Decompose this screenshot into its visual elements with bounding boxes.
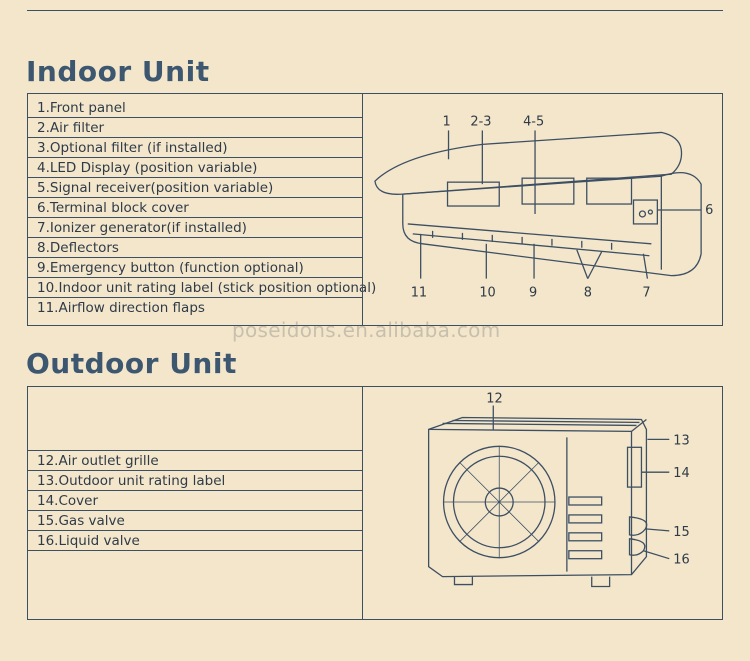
callout-1: 1 (443, 114, 451, 129)
outdoor-parts-list: 12.Air outlet grille 13.Outdoor unit rat… (28, 450, 362, 551)
list-item: 6.Terminal block cover (28, 198, 362, 218)
panel-divider (362, 387, 363, 619)
terminal-cover-shape (632, 199, 659, 225)
indoor-unit-svg: 1 2-3 4-5 6 11 10 9 8 7 (374, 114, 713, 301)
list-item: 15.Gas valve (28, 511, 362, 531)
indoor-unit-panel: 1.Front panel 2.Air filter 3.Optional fi… (27, 93, 723, 326)
top-rule (27, 10, 723, 11)
front-panel-shape (374, 131, 683, 195)
list-item: 3.Optional filter (if installed) (28, 138, 362, 158)
list-item: 7.Ionizer generator(if installed) (28, 218, 362, 238)
indoor-body-shape (402, 171, 702, 277)
callout-8: 8 (584, 286, 592, 301)
watermark-text: poseidons.en.alibaba.com (232, 318, 501, 342)
outdoor-unit-svg: 12 13 14 15 16 (427, 392, 690, 588)
list-item: 5.Signal receiver(position variable) (28, 178, 362, 198)
gas-valve-shape (628, 516, 648, 536)
list-item: 2.Air filter (28, 118, 362, 138)
list-item: 10.Indoor unit rating label (stick posit… (28, 278, 376, 298)
callout-7: 7 (642, 286, 650, 301)
callout-10: 10 (479, 286, 495, 301)
outdoor-unit-illustration: 12 13 14 15 16 (363, 387, 722, 619)
list-item: 11.Airflow direction flaps (37, 300, 205, 316)
panel-divider (362, 94, 363, 325)
list-item: 12.Air outlet grille (28, 451, 362, 471)
callout-9: 9 (529, 286, 537, 301)
callout-11: 11 (411, 286, 427, 301)
list-item: 14.Cover (28, 491, 362, 511)
callout-4-5: 4-5 (523, 114, 544, 129)
outdoor-unit-heading: Outdoor Unit (26, 347, 237, 380)
callout-15: 15 (673, 525, 689, 540)
list-item: 16.Liquid valve (28, 531, 362, 551)
callout-12: 12 (486, 392, 502, 407)
callout-14: 14 (673, 466, 689, 481)
indoor-unit-heading: Indoor Unit (26, 55, 210, 88)
outdoor-cabinet-shape (427, 416, 648, 578)
list-item: 4.LED Display (position variable) (28, 158, 362, 178)
list-item: 13.Outdoor unit rating label (28, 471, 362, 491)
callout-13: 13 (673, 433, 689, 448)
liquid-valve-shape (628, 538, 646, 556)
indoor-parts-list: 1.Front panel 2.Air filter 3.Optional fi… (28, 98, 376, 318)
list-item: 8.Deflectors (28, 238, 362, 258)
outdoor-unit-panel: 12.Air outlet grille 13.Outdoor unit rat… (27, 386, 723, 620)
valve-cover-shape (626, 446, 643, 488)
callout-16: 16 (673, 553, 689, 568)
list-item: 9.Emergency button (function optional) (28, 258, 362, 278)
callout-6: 6 (705, 203, 713, 218)
list-item: 1.Front panel (28, 98, 362, 118)
callout-2-3: 2-3 (470, 114, 491, 129)
indoor-unit-illustration: 1 2-3 4-5 6 11 10 9 8 7 (363, 94, 722, 325)
